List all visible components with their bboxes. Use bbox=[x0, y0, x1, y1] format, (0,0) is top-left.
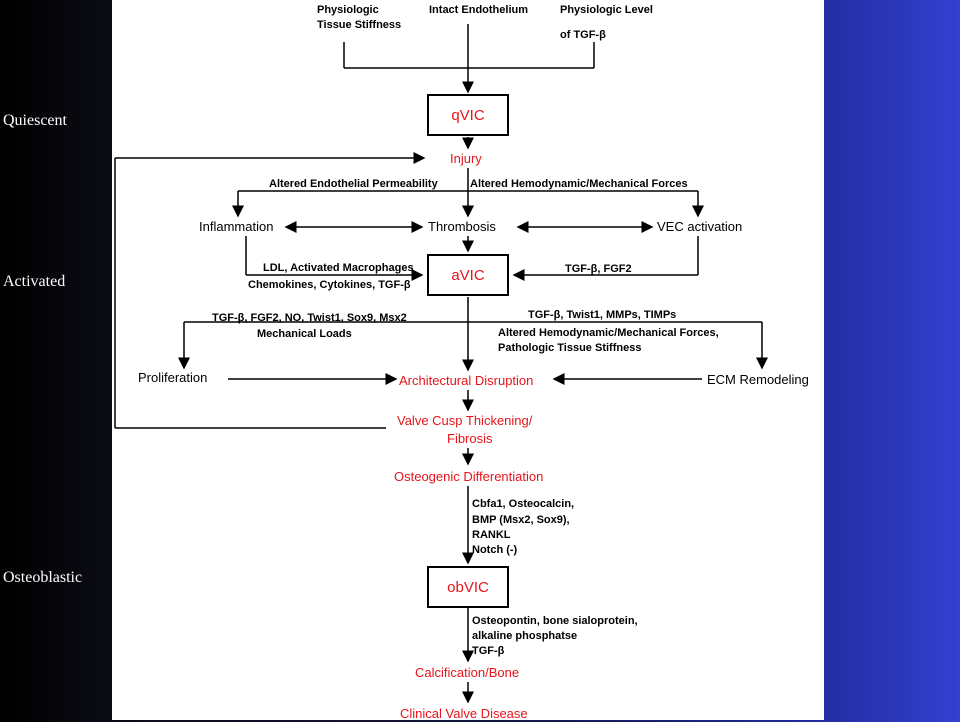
stage-label-activated: Activated bbox=[3, 273, 66, 290]
label-mech-loads: Mechanical Loads bbox=[257, 328, 352, 340]
label-bone-factors-3: TGF-β bbox=[472, 645, 505, 657]
node-avic: aVIC bbox=[427, 254, 509, 296]
label-osteo-factors-1: Cbfa1, Osteocalcin, bbox=[472, 498, 575, 510]
label-bone-factors-1: Osteopontin, bone sialoprotein, bbox=[472, 615, 638, 627]
node-thrombosis: Thrombosis bbox=[428, 219, 496, 234]
connector-lines bbox=[114, 24, 768, 704]
node-vec-activation: VEC activation bbox=[657, 219, 743, 234]
node-proliferation: Proliferation bbox=[138, 370, 208, 385]
stage-label-quiescent: Quiescent bbox=[3, 112, 67, 129]
label-chemokines: Chemokines, Cytokines, TGF-β bbox=[248, 279, 411, 291]
label-left-factors: TGF-β, FGF2, NO, Twist1, Sox9, Msx2 bbox=[212, 312, 407, 324]
label-right-forces-line2: Pathologic Tissue Stiffness bbox=[498, 342, 642, 354]
input-tgf-line1: Physiologic Level bbox=[560, 4, 653, 16]
node-ecm-remodeling: ECM Remodeling bbox=[707, 372, 809, 387]
node-obvic: obVIC bbox=[427, 566, 509, 608]
label-osteo-factors-4: Notch (-) bbox=[472, 544, 518, 556]
node-thickening-line2: Fibrosis bbox=[447, 431, 493, 446]
label-permeability: Altered Endothelial Permeability bbox=[269, 178, 438, 190]
node-thickening-line1: Valve Cusp Thickening/ bbox=[397, 413, 533, 428]
node-qvic: qVIC bbox=[427, 94, 509, 136]
node-clinical: Clinical Valve Disease bbox=[400, 706, 528, 721]
node-calcification: Calcification/Bone bbox=[415, 665, 520, 680]
label-tgf-fgf2: TGF-β, FGF2 bbox=[565, 263, 632, 275]
label-osteo-factors-3: RANKL bbox=[472, 529, 511, 541]
label-right-forces-line1: Altered Hemodynamic/Mechanical Forces, bbox=[498, 327, 719, 339]
input-stiffness-line2: Tissue Stiffness bbox=[317, 19, 402, 31]
input-endothelium: Intact Endothelium bbox=[429, 4, 528, 16]
input-tgf-line2: of TGF-β bbox=[560, 29, 606, 41]
node-injury: Injury bbox=[450, 151, 482, 166]
stage-label-osteoblastic: Osteoblastic bbox=[3, 569, 83, 586]
label-bone-factors-2: alkaline phosphatse bbox=[472, 630, 578, 642]
label-ldl: LDL, Activated Macrophages bbox=[263, 262, 414, 274]
label-right-factors: TGF-β, Twist1, MMPs, TIMPs bbox=[528, 309, 677, 321]
diagram-panel: Physiologic Tissue Stiffness Intact Endo… bbox=[112, 0, 824, 721]
input-stiffness-line1: Physiologic bbox=[317, 4, 379, 16]
label-osteo-factors-2: BMP (Msx2, Sox9), bbox=[472, 514, 570, 526]
node-inflammation: Inflammation bbox=[199, 219, 274, 234]
label-hemodynamic: Altered Hemodynamic/Mechanical Forces bbox=[470, 178, 688, 190]
node-architectural-disruption: Architectural Disruption bbox=[399, 373, 534, 388]
node-osteogenic: Osteogenic Differentiation bbox=[394, 469, 544, 484]
